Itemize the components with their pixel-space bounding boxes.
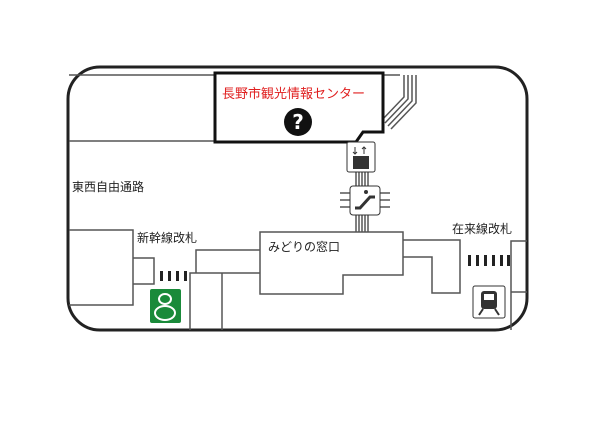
train-icon	[472, 285, 506, 319]
shinkansen-gate-label: 新幹線改札	[137, 230, 197, 245]
escalator-icon	[349, 185, 381, 216]
shinkansen-gate-bars	[160, 271, 187, 281]
svg-text:?: ?	[292, 110, 304, 134]
info-center-label: 長野市観光情報センター	[222, 86, 365, 102]
ticket-office-label: みどりの窓口	[268, 239, 340, 254]
elevator-icon	[346, 141, 376, 173]
station-outline	[66, 65, 529, 332]
conventional-gate-bars	[468, 255, 510, 266]
passage-label: 東西自由通路	[72, 179, 144, 194]
shinkansen-icon	[150, 289, 181, 323]
conventional-gate-label: 在来線改札	[452, 221, 512, 236]
info-center[interactable]: 長野市観光情報センター ?	[213, 71, 385, 144]
question-mark-icon: ?	[284, 108, 312, 136]
walls	[69, 74, 527, 330]
